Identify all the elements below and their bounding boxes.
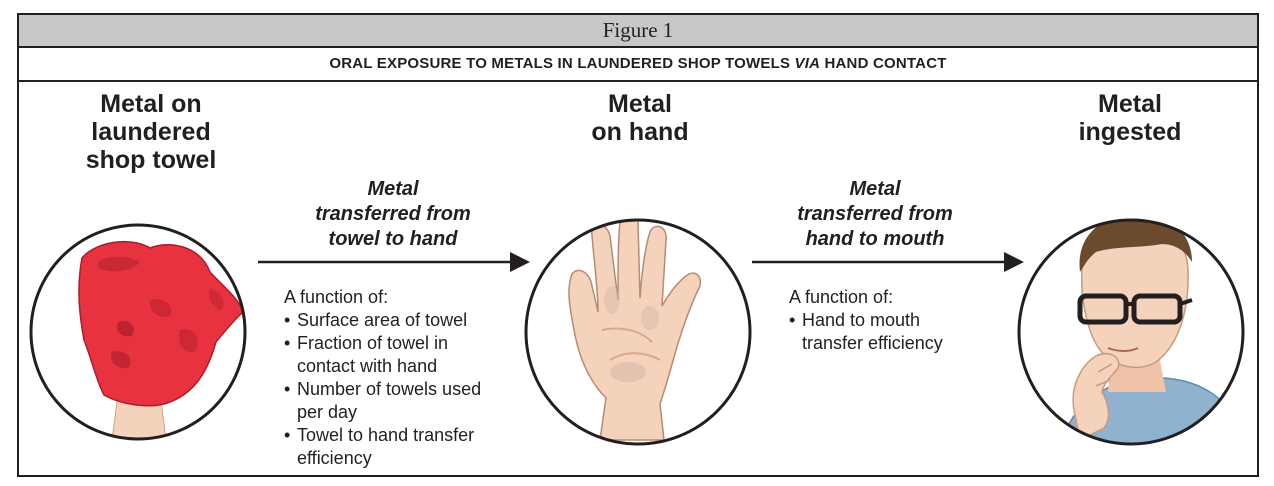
open-hand-illustration bbox=[526, 213, 750, 444]
shop-towel-illustration bbox=[31, 225, 245, 440]
man-hand-to-mouth-illustration bbox=[1019, 214, 1246, 450]
arrow-towel-to-hand bbox=[258, 252, 530, 272]
arrow-hand-to-mouth bbox=[752, 252, 1024, 272]
